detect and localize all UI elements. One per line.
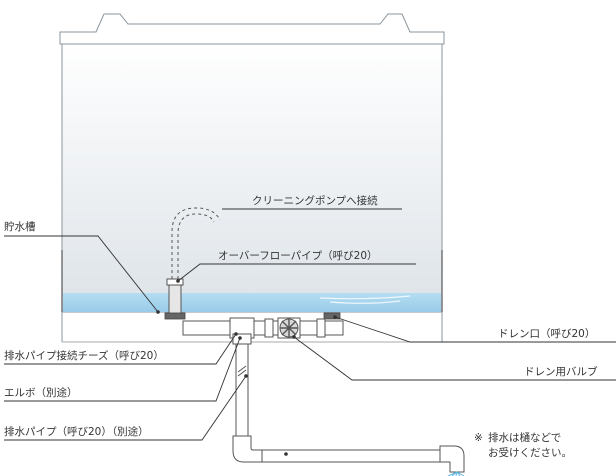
- leader-elbow: [4, 337, 241, 402]
- leader-drain-pipe: [4, 375, 247, 441]
- leader-tank: [4, 235, 159, 313]
- leader-overflow: [177, 263, 416, 282]
- label-drain-pipe: 排水パイプ（呼び20）（別途）: [4, 425, 149, 438]
- outlet-elbow: [439, 445, 465, 473]
- label-drain-tee: 排水パイプ接続チーズ（呼び20）: [4, 349, 164, 362]
- drain-pipe-horizontal: [182, 320, 344, 336]
- label-drain-outlet: ドレン口（呼び20）: [498, 328, 595, 340]
- drain-outlet-fitting: [323, 312, 341, 320]
- leader-drain-valve: [293, 336, 616, 381]
- tank-body: [61, 43, 443, 313]
- note-line2: お受けください。: [488, 447, 572, 459]
- tank-base: [61, 312, 443, 342]
- tank-inner-wall: [61, 250, 443, 312]
- tank-lid: [59, 13, 445, 45]
- label-overflow-pipe: オーバーフローパイプ（呼び20）: [218, 250, 378, 262]
- leader-drain-tee: [4, 333, 237, 365]
- cleaning-pump-hose: [171, 207, 221, 285]
- drain-valve: [277, 317, 301, 339]
- elbow-bottom: [232, 435, 264, 463]
- label-elbow: エルボ（別途）: [4, 386, 78, 399]
- label-tank: 貯水槽: [4, 221, 36, 233]
- drain-pipe-long: [261, 449, 445, 463]
- drain-pipe-vertical: [235, 337, 249, 447]
- water-level: [63, 293, 441, 312]
- label-cleaning-pump: クリーニングポンプへ接続: [252, 194, 378, 207]
- water-ripple: [319, 295, 411, 304]
- label-drain-valve: ドレン用バルブ: [524, 365, 598, 378]
- water-spray: [447, 471, 465, 476]
- leader-drain-outlet: [334, 316, 616, 343]
- overflow-pipe: [168, 281, 182, 317]
- note-line1: 排水は樋などで: [488, 431, 561, 444]
- note-mark: ※: [474, 432, 483, 444]
